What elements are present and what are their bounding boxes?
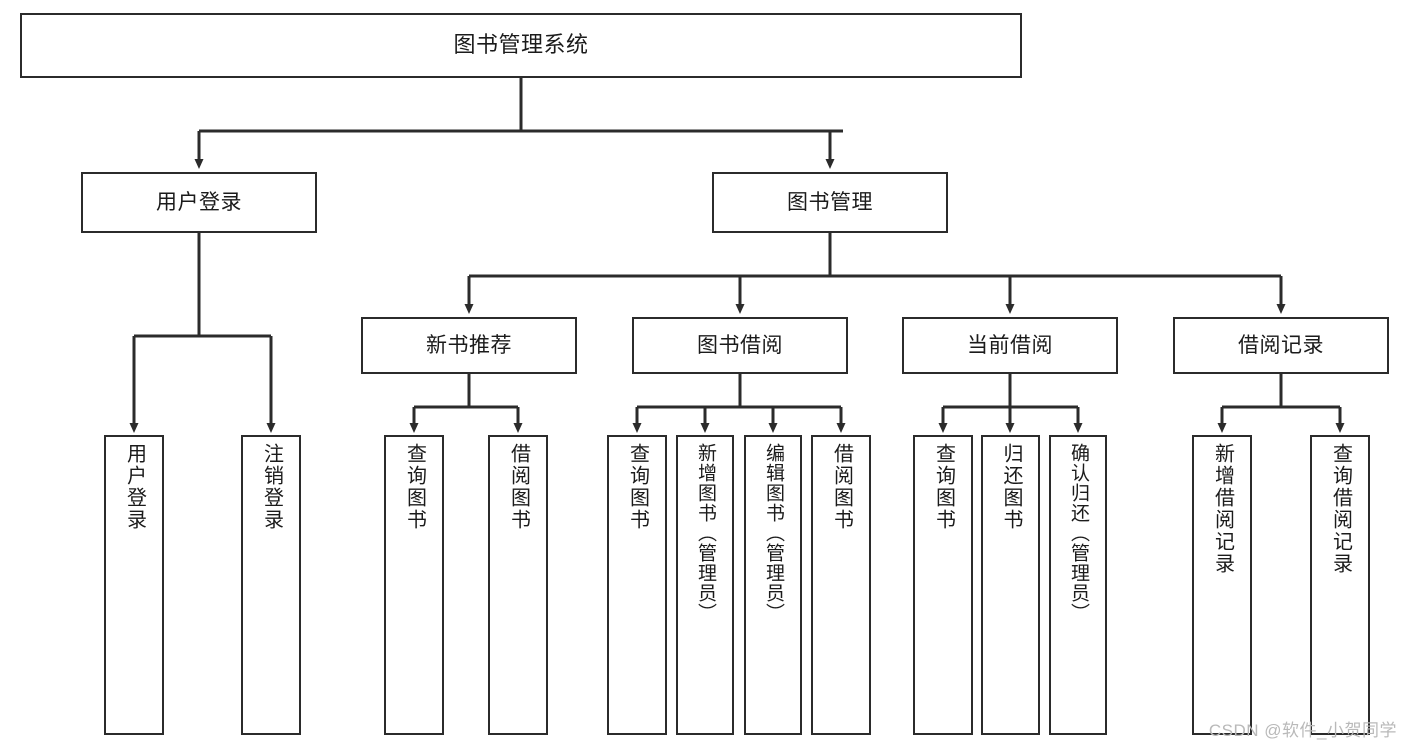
node-label: 确认归还（管理员）: [1067, 443, 1089, 623]
node-label: 新书推荐: [426, 333, 512, 357]
leaf-book-borrow-query[interactable]: 查询图书: [607, 435, 667, 735]
node-label: 新增图书（管理员）: [694, 443, 716, 623]
node-label: 注销登录: [260, 443, 283, 531]
leaf-borrow-record-add[interactable]: 新增借阅记录: [1192, 435, 1252, 735]
node-book-borrow[interactable]: 图书借阅: [632, 317, 848, 374]
leaf-current-borrow-return[interactable]: 归还图书: [981, 435, 1040, 735]
node-label: 用户登录: [123, 443, 146, 531]
leaf-book-borrow-borrow[interactable]: 借阅图书: [811, 435, 871, 735]
leaf-user-login-logout[interactable]: 注销登录: [241, 435, 301, 735]
node-label: 查询图书: [403, 443, 426, 531]
node-book-management[interactable]: 图书管理: [712, 172, 948, 233]
node-label: 用户登录: [156, 190, 242, 214]
node-user-login[interactable]: 用户登录: [81, 172, 317, 233]
leaf-new-book-query[interactable]: 查询图书: [384, 435, 444, 735]
leaf-current-borrow-confirm-return[interactable]: 确认归还（管理员）: [1049, 435, 1107, 735]
node-label: 查询图书: [932, 443, 955, 531]
node-root-book-management-system[interactable]: 图书管理系统: [20, 13, 1022, 78]
leaf-current-borrow-query[interactable]: 查询图书: [913, 435, 973, 735]
node-borrow-record[interactable]: 借阅记录: [1173, 317, 1389, 374]
node-new-book-recommend[interactable]: 新书推荐: [361, 317, 577, 374]
node-label: 借阅图书: [507, 443, 530, 531]
node-label: 归还图书: [1000, 443, 1022, 531]
node-label: 新增借阅记录: [1211, 443, 1234, 575]
node-label: 借阅记录: [1238, 333, 1324, 357]
node-label: 查询借阅记录: [1329, 443, 1352, 575]
leaf-book-borrow-edit[interactable]: 编辑图书（管理员）: [744, 435, 802, 735]
watermark-text: CSDN @软件_小贺同学: [1208, 721, 1397, 740]
node-label: 当前借阅: [967, 333, 1053, 357]
node-label: 查询图书: [626, 443, 649, 531]
leaf-new-book-borrow[interactable]: 借阅图书: [488, 435, 548, 735]
node-current-borrow[interactable]: 当前借阅: [902, 317, 1118, 374]
node-label: 图书管理系统: [453, 32, 589, 58]
node-label: 图书借阅: [697, 333, 783, 357]
leaf-borrow-record-query[interactable]: 查询借阅记录: [1310, 435, 1370, 735]
leaf-book-borrow-add[interactable]: 新增图书（管理员）: [676, 435, 734, 735]
node-label: 借阅图书: [830, 443, 853, 531]
node-label: 编辑图书（管理员）: [762, 443, 784, 623]
node-label: 图书管理: [787, 190, 873, 214]
leaf-user-login-login[interactable]: 用户登录: [104, 435, 164, 735]
